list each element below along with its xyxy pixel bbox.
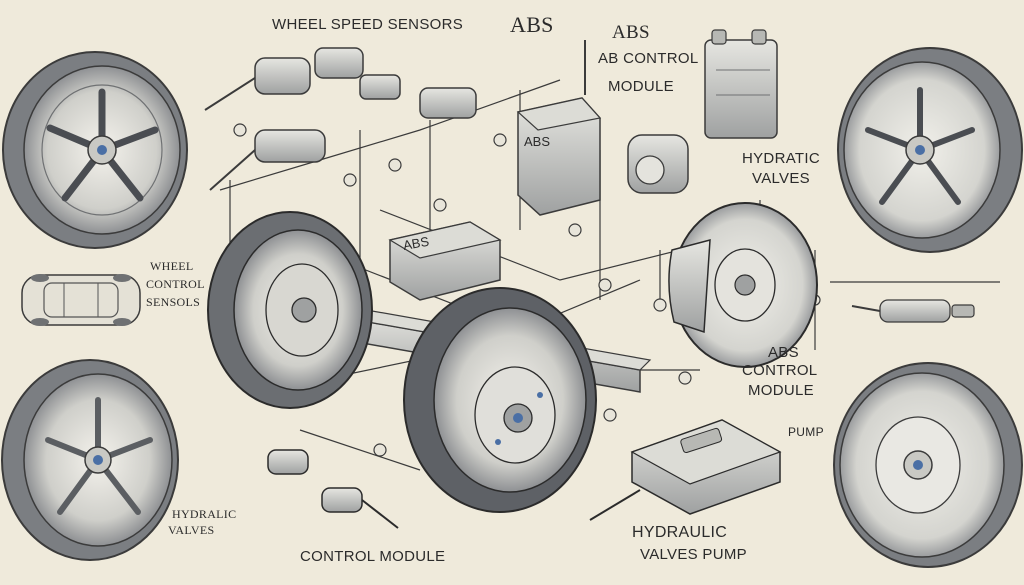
large-wheel-front-icon bbox=[403, 287, 597, 513]
label-module-right: MODULE bbox=[748, 382, 814, 399]
label-valves-right: VALVES bbox=[752, 170, 810, 187]
label-abs-control-right: ABS bbox=[768, 344, 799, 361]
car-outline-icon bbox=[21, 274, 141, 326]
abs-control-unit-badge: ABS bbox=[402, 234, 431, 253]
label-hydraulic-bottom: HYDRAULIC bbox=[632, 524, 728, 541]
wheel-top-right-icon bbox=[837, 47, 1023, 253]
wheel-bottom-left-icon bbox=[1, 359, 179, 561]
label-wheel-left: WHEEL bbox=[150, 259, 194, 273]
label-abs-top: ABS bbox=[510, 12, 554, 37]
label-ab-control: AB CONTROL bbox=[598, 50, 699, 67]
label-module-top: MODULE bbox=[608, 78, 674, 95]
abs-module-top: ABS bbox=[516, 40, 602, 216]
wheel-speed-sensor-parts bbox=[204, 47, 477, 191]
label-control-module-bottom: CONTROL MODULE bbox=[300, 548, 446, 565]
sensor-plug-bottom-icon bbox=[267, 449, 399, 529]
label-control-right: CONTROL bbox=[742, 362, 818, 379]
pump-module-icon bbox=[589, 419, 782, 521]
wheel-top-left-icon bbox=[2, 51, 188, 249]
label-hydraulic-left: HYDRALIC bbox=[172, 507, 237, 521]
label-valves-pump-bottom: VALVES PUMP bbox=[640, 546, 747, 563]
label-valves-left: VALVES bbox=[168, 523, 215, 537]
connector-dots bbox=[233, 123, 821, 457]
label-pump-right: PUMP bbox=[788, 425, 824, 439]
brake-disc-right-icon bbox=[668, 202, 818, 368]
large-wheel-left-icon bbox=[207, 211, 373, 409]
disc-bottom-right-icon bbox=[833, 362, 1023, 568]
label-hydratic: HYDRATIC bbox=[742, 150, 820, 167]
label-sensols-left: SENSOLS bbox=[146, 295, 201, 309]
label-control-left: CONTROL bbox=[146, 277, 205, 291]
label-wheel-speed-sensors: WHEEL SPEED SENSORS bbox=[272, 16, 464, 33]
abs-control-unit-center: ABS bbox=[388, 221, 502, 301]
hydraulic-valves-top-icon bbox=[627, 29, 778, 194]
abs-module-top-badge: ABS bbox=[524, 134, 550, 149]
sensor-right-icon bbox=[830, 281, 1000, 323]
label-abs-top-right: ABS bbox=[612, 22, 650, 43]
